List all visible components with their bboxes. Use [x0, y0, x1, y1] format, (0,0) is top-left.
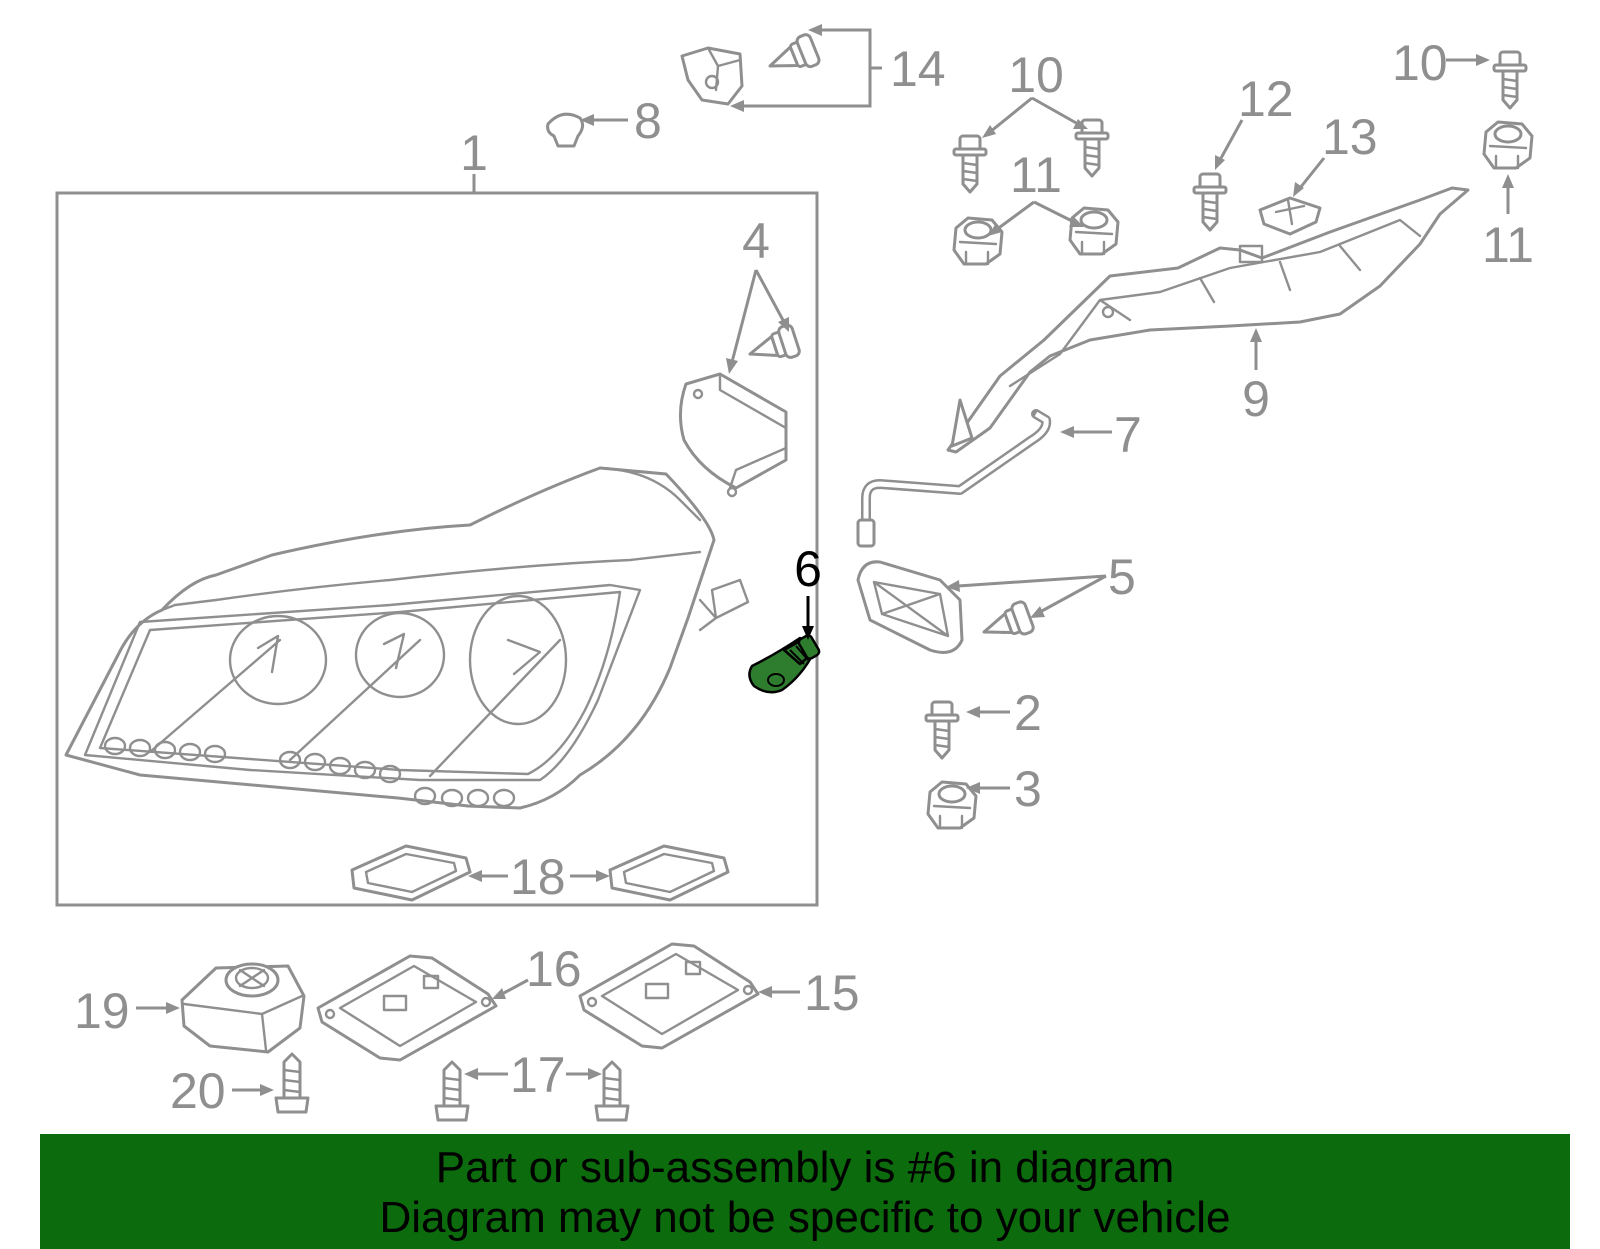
- callout-8: 8: [634, 93, 662, 149]
- headlamp-assembly-frame: [55, 191, 819, 907]
- callout-13: 13: [1322, 109, 1378, 165]
- clip-part-14: [680, 31, 822, 106]
- stud-part-17-right: [594, 1060, 630, 1122]
- callout-7: 7: [1114, 407, 1142, 463]
- callout-17: 17: [510, 1047, 566, 1103]
- callout-11-right: 11: [1482, 217, 1534, 273]
- callout-9: 9: [1242, 371, 1270, 427]
- nut-part-11-left: [952, 216, 1004, 266]
- bolt-part-12: [1192, 172, 1228, 232]
- callout-19: 19: [74, 983, 130, 1039]
- callout-1: 1: [460, 125, 488, 181]
- callout-10-right: 10: [1392, 35, 1448, 91]
- bolt-part-10-right: [1492, 50, 1528, 110]
- callout-11-left: 11: [1010, 147, 1062, 203]
- module-part-16: [316, 954, 498, 1062]
- bracket-part-9: [946, 186, 1470, 454]
- info-banner: Part or sub-assembly is #6 in diagram Di…: [40, 1134, 1570, 1249]
- callout-labels: 1 2 3 4 5 6 7 8 9 10 10 11 11 12 13 14 1…: [74, 35, 1534, 1119]
- callout-14: 14: [890, 41, 946, 97]
- gasket-part-18-left: [350, 844, 472, 902]
- highlighted-part-6[interactable]: [748, 634, 821, 694]
- bolt-part-10-left: [952, 134, 988, 194]
- clip-part-13: [1258, 196, 1322, 236]
- nut-part-11-right: [1482, 120, 1534, 170]
- callout-4: 4: [742, 213, 770, 269]
- headlamp-assembly: [64, 466, 750, 810]
- callout-12: 12: [1238, 71, 1294, 127]
- gasket-part-18-right: [608, 844, 730, 902]
- callout-16: 16: [526, 941, 582, 997]
- banner-line-1: Part or sub-assembly is #6 in diagram: [435, 1143, 1175, 1192]
- callout-18: 18: [510, 849, 566, 905]
- leader-lines: [136, 24, 1514, 1096]
- callout-10-left: 10: [1008, 47, 1064, 103]
- cover-part-5: [856, 560, 1037, 654]
- callout-20: 20: [170, 1063, 226, 1119]
- callout-3: 3: [1014, 761, 1042, 817]
- bolt-part-2: [924, 700, 960, 760]
- igniter-part-19: [180, 962, 306, 1054]
- banner-line-2: Diagram may not be specific to your vehi…: [379, 1193, 1231, 1242]
- stud-part-17-left: [434, 1060, 470, 1122]
- plug-part-8: [546, 112, 585, 148]
- callout-15: 15: [804, 965, 860, 1021]
- nut-part-11-middle: [1068, 206, 1120, 256]
- callout-2: 2: [1014, 685, 1042, 741]
- callout-6[interactable]: 6: [794, 541, 822, 597]
- callout-5: 5: [1108, 549, 1136, 605]
- module-part-15: [578, 942, 760, 1050]
- cover-part-4: [679, 322, 803, 498]
- stud-part-20: [274, 1052, 310, 1114]
